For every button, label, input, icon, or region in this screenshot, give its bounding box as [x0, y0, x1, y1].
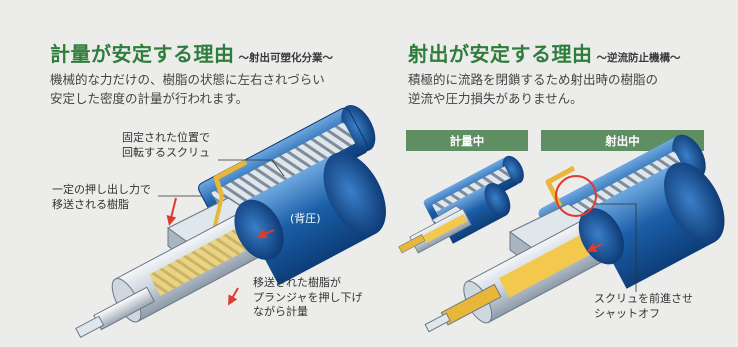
- callout-fixed-screw: 固定された位置で 回転するスクリュ: [122, 131, 210, 159]
- left-subtitle: ～射出可塑化分業～: [238, 52, 334, 64]
- callout-plunger-push: 移送された樹脂が プランジャを押し下げ ながら計量: [253, 276, 363, 318]
- right-heading: 射出が安定する理由～逆流防止機構～: [408, 38, 681, 67]
- left-machine: [75, 105, 386, 338]
- left-title: 計量が安定する理由: [50, 42, 235, 66]
- tab-metering: 計量中: [406, 130, 528, 151]
- right-subtitle: ～逆流防止機構～: [596, 52, 681, 64]
- right-title: 射出が安定する理由: [408, 42, 593, 66]
- left-description: 機械的な力だけの、樹脂の状態に左右されづらい 安定した密度の計量が行われます。: [50, 72, 325, 106]
- right-machine-injection: [424, 134, 725, 333]
- callout-screw-shutoff: スクリュを前進させ シャットオフ: [594, 292, 693, 320]
- right-machine-metering: [398, 155, 524, 254]
- callout-back-pressure: (背圧): [290, 212, 321, 225]
- callout-constant-push: 一定の押し出し力で 移送される樹脂: [52, 183, 151, 211]
- left-heading: 計量が安定する理由～射出可塑化分業～: [50, 38, 333, 67]
- right-description: 積極的に流路を閉鎖するため射出時の樹脂の 逆流や圧力損失がありません。: [408, 72, 659, 106]
